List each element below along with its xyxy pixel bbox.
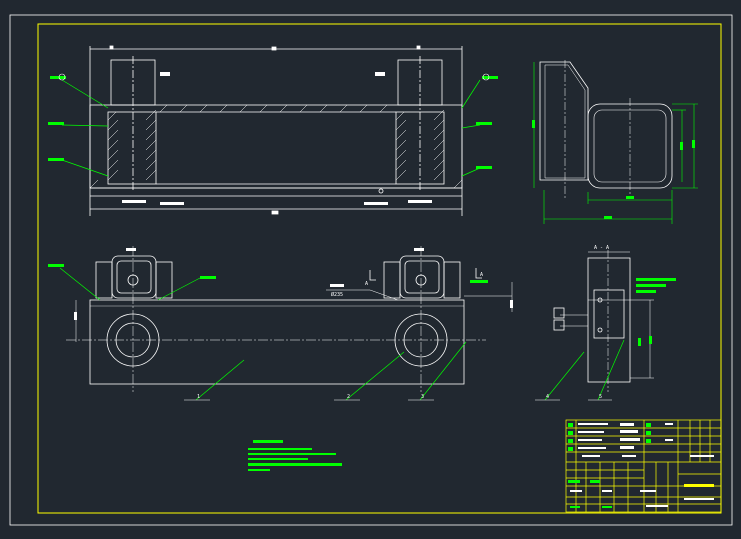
balloon-4: 4 [546, 394, 549, 400]
title-block-text [570, 423, 714, 507]
plan-view [66, 246, 513, 392]
dimension-note: Ø235 [331, 291, 343, 298]
outer-frame [9, 14, 733, 526]
balloon-2: 2 [347, 394, 350, 400]
front-view [89, 45, 463, 216]
title-block-green-entries [568, 423, 651, 508]
front-callouts [48, 72, 498, 205]
title-block [565, 419, 722, 513]
section-title: A - A [594, 245, 609, 251]
balloon-5: 5 [599, 394, 602, 400]
section-callouts [535, 278, 676, 401]
inner-border [37, 23, 722, 514]
section-mark-a-right: A [480, 272, 483, 278]
section-mark-a-left: A [365, 281, 368, 287]
balloon-3: 3 [421, 394, 424, 400]
technical-notes [248, 440, 342, 471]
plan-callouts [48, 248, 488, 401]
front-hatching [89, 104, 463, 189]
balloon-1: 1 [197, 394, 200, 400]
side-view [532, 60, 698, 224]
